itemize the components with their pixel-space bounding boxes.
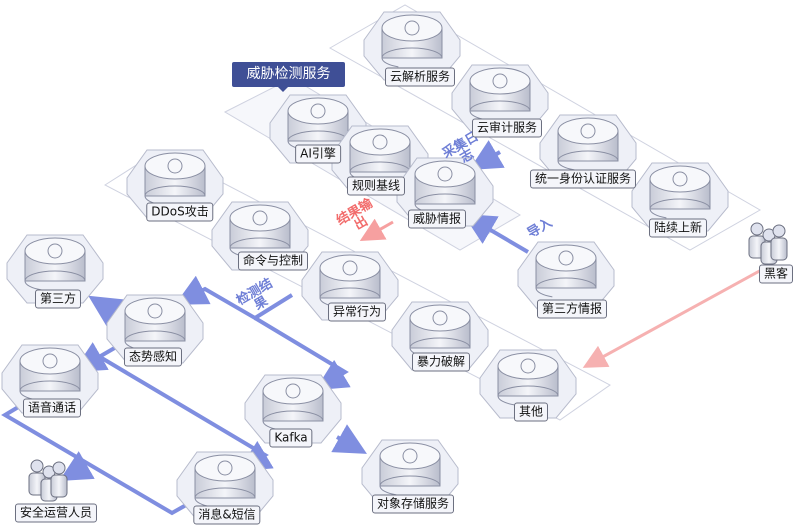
node-other	[479, 349, 577, 419]
node-label-obs: 对象存储服务	[371, 494, 455, 514]
node-label-hacker: 黑客	[758, 264, 794, 284]
hacker-attack-arrow	[582, 266, 766, 368]
sa-sms-flow	[98, 355, 274, 472]
kafka-obs-arrow	[331, 424, 367, 454]
node-label-new: 陆续上新	[648, 218, 708, 238]
node-label-brute: 暴力破解	[411, 352, 471, 372]
node-voice	[1, 344, 99, 414]
node-label-ddos: DDoS攻击	[146, 202, 214, 222]
node-label-other: 其他	[513, 402, 549, 422]
node-kafka	[244, 374, 342, 444]
node-label-tpintel: 第三方情报	[536, 299, 608, 319]
node-label-voice: 语音通话	[22, 398, 82, 418]
node-third	[6, 234, 104, 304]
person-body-icon	[770, 237, 788, 261]
node-anomaly	[301, 251, 399, 321]
person-head-icon	[750, 222, 764, 236]
node-label-third: 第三方	[34, 289, 82, 309]
node-c2	[211, 201, 309, 271]
node-ddos	[126, 149, 224, 219]
node-label-sms: 消息&短信	[193, 505, 261, 525]
node-iam	[539, 114, 637, 184]
collect-logs-arrow	[469, 140, 505, 171]
detection-result-flow	[174, 275, 294, 321]
node-label-c2: 命令与控制	[237, 251, 309, 271]
node-hacker	[748, 222, 788, 265]
person-body-icon	[50, 474, 68, 498]
person-head-icon	[772, 224, 786, 238]
node-intel	[396, 157, 494, 227]
node-label-audit: 云审计服务	[471, 118, 543, 138]
node-label-sa: 态势感知	[123, 347, 183, 367]
node-sa	[106, 294, 204, 364]
threat-detection-title: 威胁检测服务	[232, 62, 345, 92]
result-output-arrow	[359, 218, 394, 241]
import-arrow	[463, 213, 530, 254]
person-head-icon	[30, 459, 44, 473]
sa-third-arrow	[88, 295, 124, 327]
node-tpintel	[517, 241, 615, 311]
node-dns	[363, 11, 461, 81]
node-label-iam: 统一身份认证服务	[529, 169, 637, 189]
person-head-icon	[52, 461, 66, 475]
node-label-ai: AI引擎	[295, 144, 341, 164]
node-label-rule: 规则基线	[346, 176, 406, 196]
node-new	[631, 162, 729, 232]
node-label-ops: 安全运营人员	[14, 503, 98, 523]
node-label-intel: 威胁情报	[407, 209, 467, 229]
to-ops-arrow	[59, 451, 95, 482]
node-label-dns: 云解析服务	[384, 67, 456, 87]
node-label-anomaly: 异常行为	[327, 302, 387, 322]
node-ops	[28, 459, 68, 502]
node-audit	[451, 64, 549, 134]
node-label-kafka: Kafka	[269, 428, 313, 448]
to-kafka-flow	[253, 316, 351, 391]
node-obs	[361, 439, 459, 509]
node-sms	[176, 451, 274, 521]
